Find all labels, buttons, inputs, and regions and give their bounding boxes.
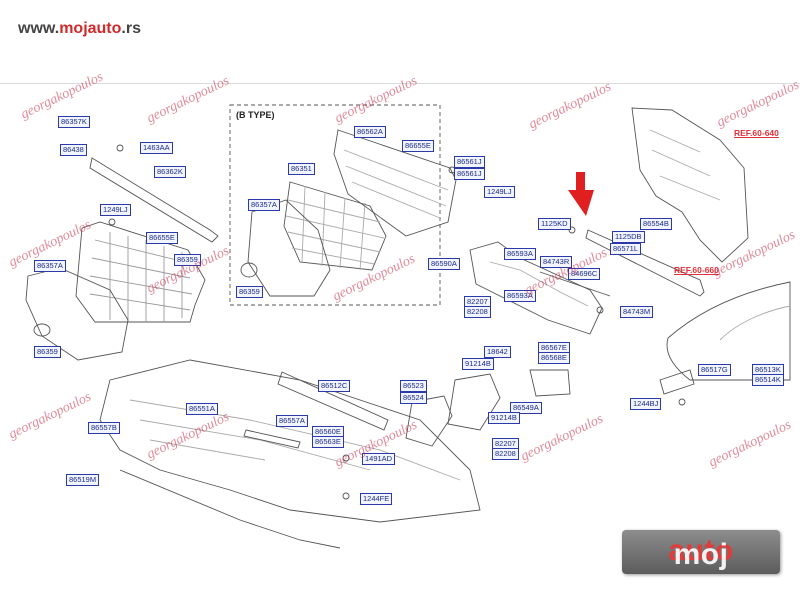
site-url-prefix: www. <box>18 20 60 37</box>
part-label[interactable]: 86523 <box>400 380 427 392</box>
grille-surround <box>25 267 129 361</box>
part-label[interactable]: 86357A <box>34 260 66 272</box>
part-label[interactable]: 86655E <box>146 232 178 244</box>
header-divider <box>0 83 800 84</box>
part-label[interactable]: 86357A <box>248 199 280 211</box>
side-bracket <box>529 369 571 397</box>
part-label[interactable]: 86551A <box>186 403 218 415</box>
part-label[interactable]: 86517G <box>698 364 731 376</box>
part-label[interactable]: 86561J <box>454 168 485 180</box>
part-label[interactable]: 86549A <box>510 402 542 414</box>
part-label[interactable]: 1249LJ <box>484 186 515 198</box>
part-label[interactable]: 1125DB <box>612 231 645 243</box>
lower-garnish <box>277 371 389 431</box>
part-label[interactable]: 86357K <box>58 116 90 128</box>
lower-lip <box>119 469 341 549</box>
btype-grille <box>283 181 387 271</box>
btype-surround <box>247 199 331 297</box>
clip-8 <box>342 492 350 500</box>
reference-link[interactable]: REF.60-640 <box>734 128 779 138</box>
brand-logo-left: moj <box>673 538 729 571</box>
clip-5 <box>596 306 604 314</box>
btype-box <box>229 104 441 306</box>
part-label[interactable]: 84743R <box>540 256 573 268</box>
part-label[interactable]: 91214B <box>488 412 520 424</box>
site-url-brand: mojauto <box>59 20 122 37</box>
lower-trim <box>243 429 301 449</box>
btype-upper-mesh <box>333 129 457 237</box>
part-label[interactable]: 86571L <box>610 243 642 255</box>
part-label[interactable]: 1249LJ <box>100 204 131 216</box>
part-label[interactable]: 86359 <box>174 254 201 266</box>
part-label[interactable]: 86563E <box>312 436 344 448</box>
emblem-btype <box>240 262 258 278</box>
part-label[interactable]: 1491AD <box>362 453 396 465</box>
fog-lamp <box>405 395 453 447</box>
part-label[interactable]: 86514K <box>752 374 784 386</box>
part-label[interactable]: 86519M <box>66 474 100 486</box>
part-label[interactable]: 86554B <box>640 218 672 230</box>
part-label[interactable]: 86557B <box>88 422 120 434</box>
radiator-support <box>631 107 749 263</box>
part-label[interactable]: 86524 <box>400 392 427 404</box>
part-label[interactable]: 86557A <box>276 415 308 427</box>
part-label[interactable]: 86561J <box>454 156 485 168</box>
part-label[interactable]: 1463AA <box>140 142 173 154</box>
upper-chrome-moulding <box>585 229 705 297</box>
part-label[interactable]: 86359 <box>34 346 61 358</box>
part-label[interactable]: 82208 <box>492 448 519 460</box>
part-label[interactable]: 86351 <box>288 163 315 175</box>
reference-link[interactable]: REF.60-660 <box>674 265 719 275</box>
grille-left <box>75 221 206 323</box>
part-label[interactable]: 86568E <box>538 352 570 364</box>
part-label[interactable]: 84743M <box>620 306 654 318</box>
part-label[interactable]: 86362K <box>154 166 186 178</box>
upper-moulding <box>89 157 219 243</box>
clip-2 <box>108 218 116 226</box>
part-label[interactable]: 86562A <box>354 126 386 138</box>
part-label[interactable]: 1125KD <box>538 218 571 230</box>
clip-7 <box>342 454 350 462</box>
part-label[interactable]: 86655E <box>402 140 434 152</box>
part-label[interactable]: 82208 <box>464 306 491 318</box>
highlight-arrow <box>568 172 594 216</box>
bumper-bar <box>539 271 611 297</box>
part-label[interactable]: 84696C <box>568 268 601 280</box>
part-label[interactable]: 18642 <box>484 346 511 358</box>
brand-logo-right: auto <box>668 534 734 567</box>
part-label[interactable]: 86593A <box>504 290 536 302</box>
part-label[interactable]: 86512C <box>318 380 351 392</box>
part-label[interactable]: 86593A <box>504 248 536 260</box>
variant-label: (B TYPE) <box>236 110 275 120</box>
part-label[interactable]: 86438 <box>60 144 87 156</box>
emblem-left <box>33 323 51 337</box>
part-label[interactable]: 91214B <box>462 358 494 370</box>
part-label[interactable]: 86590A <box>428 258 460 270</box>
clip-1 <box>116 144 124 152</box>
site-url-suffix: .rs <box>121 20 141 37</box>
fender <box>666 281 791 381</box>
side-marker <box>659 369 695 395</box>
part-label[interactable]: 1244FE <box>360 493 393 505</box>
site-url[interactable]: www.mojauto.rs <box>18 20 141 38</box>
clip-4 <box>568 226 576 234</box>
clip-6 <box>678 398 686 406</box>
part-label[interactable]: 86359 <box>236 286 263 298</box>
part-label[interactable]: 1244BJ <box>630 398 662 410</box>
